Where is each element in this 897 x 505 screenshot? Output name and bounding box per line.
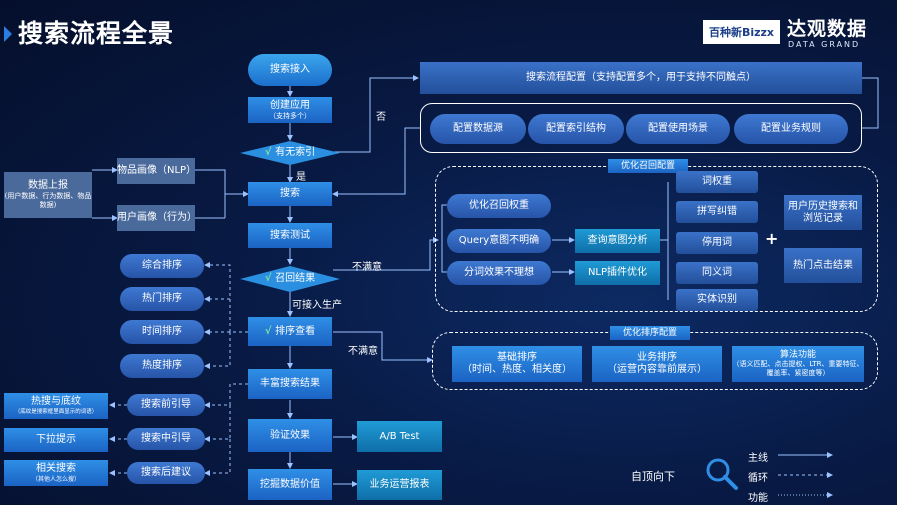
stack-entity: 实体识别 [676,289,758,311]
config-panel [420,103,862,153]
title-marker [4,26,12,42]
search-test-node: 搜索测试 [248,223,332,248]
search-access-node: 搜索接入 [248,54,332,86]
partner-logo: 百种新Bizzx [703,20,780,44]
segment-node: 分词效果不理想 [447,261,551,285]
guide-before-node: 搜索前引导 [127,394,205,416]
business-sort-node: 业务排序 （运营内容靠前展示） [592,346,722,382]
recall-weight-node: 优化召回权重 [447,194,551,218]
algo-label: 算法功能 [779,350,816,360]
brand-name-en: DATA GRAND [788,40,861,49]
algo-sub: （语义匹配、点击提权、LTR、重要特征、覆盖率、紧密度等） [732,360,864,377]
business-sort-label: 业务排序 [637,352,677,363]
recall-result-label: √ 召回结果 [264,273,316,284]
page-title: 搜索流程全景 [18,19,175,48]
hot-search-node: 热搜与底纹 （底纹是搜索框里面显示的词语） [4,393,108,419]
nlp-plugin-node: NLP插件优化 [575,261,660,285]
config-item-rules: 配置业务规则 [734,114,848,144]
search-icon [704,456,740,496]
ab-test-node: A/B Test [357,421,442,452]
hot-click-node: 热门点击结果 [784,248,862,283]
plus-sign: + [765,229,779,248]
sort-opt-title: 优化排序配置 [610,326,690,340]
stack-spell-correct: 拼写纠错 [676,201,758,223]
recall-opt-title: 优化召回配置 [608,159,688,173]
intent-analysis-node: 查询意图分析 [575,229,660,253]
guide-after-node: 搜索后建议 [127,462,205,484]
mining-node: 挖掘数据价值 [248,469,332,500]
create-app-label: 创建应用 [270,99,310,111]
basic-sort-sub: （时间、热度、相关度） [462,364,572,375]
brand-name: 达观数据 [787,18,868,40]
item-portrait-node: 物品画像（NLP） [117,158,196,184]
stack-synonyms: 同义词 [676,262,758,284]
data-report-node: 数据上报 (用户数据、行为数据、物品数据) [4,172,92,218]
related-search-label: 相关搜索 [36,462,76,474]
production-label: 可接入生产 [292,300,342,311]
basic-sort-label: 基础排序 [497,352,537,363]
stack-word-weight: 词权重 [676,171,758,193]
guide-during-node: 搜索中引导 [127,428,205,450]
create-app-node: 创建应用 （支持多个） [248,97,332,123]
history-node: 用户历史搜索和浏览记录 [784,195,862,230]
legend-direction: 自顶向下 [631,470,675,483]
unsatisfied-label-sort: 不满意 [348,346,378,357]
has-index-decision: √ 有无索引 [240,141,340,165]
data-report-sub: (用户数据、行为数据、物品数据) [4,192,92,209]
user-portrait-node: 用户画像（行为） [117,205,197,231]
config-item-index: 配置索引结构 [528,114,624,144]
verify-node: 验证效果 [248,419,332,452]
sort-type-heat: 热度排序 [120,354,204,378]
ops-report-node: 业务运营报表 [357,470,442,500]
rich-result-node: 丰富搜索结果 [248,369,332,399]
no-label: 否 [376,112,386,123]
sort-view-node: √ 排序查看 [248,317,332,346]
hot-search-label: 热搜与底纹 [31,395,81,407]
related-search-node: 相关搜索 （其他人怎么搜） [4,460,108,486]
related-search-sub: （其他人怎么搜） [31,475,80,483]
stack-stopwords: 停用词 [676,232,758,254]
dropdown-hint-node: 下拉提示 [4,428,108,452]
algo-node: 算法功能 （语义匹配、点击提权、LTR、重要特征、覆盖率、紧密度等） [732,346,864,382]
unsatisfied-label-recall: 不满意 [352,262,382,273]
config-item-datasource: 配置数据源 [430,114,526,144]
sort-type-time: 时间排序 [120,320,204,344]
sort-type-comprehensive: 综合排序 [120,254,204,278]
business-sort-sub: （运营内容靠前展示） [607,364,707,375]
config-item-scene: 配置使用场景 [626,114,730,144]
sort-type-popular: 热门排序 [120,287,204,311]
legend-main: 主线 [748,453,768,464]
basic-sort-node: 基础排序 （时间、热度、相关度） [452,346,582,382]
legend-loop: 循环 [748,473,768,484]
config-header: 搜索流程配置（支持配置多个，用于支持不同触点） [420,62,862,94]
yes-label: 是 [296,172,306,183]
data-report-title: 数据上报 [28,180,68,191]
search-node: 搜索 [248,182,332,206]
create-app-sub: （支持多个） [269,111,311,120]
hot-search-sub: （底纹是搜索框里面显示的词语） [14,408,98,415]
query-intent-node: Query意图不明确 [447,229,551,253]
recall-result-decision: √ 召回结果 [240,266,340,292]
legend-func: 功能 [748,493,768,504]
has-index-label: √ 有无索引 [264,147,316,158]
